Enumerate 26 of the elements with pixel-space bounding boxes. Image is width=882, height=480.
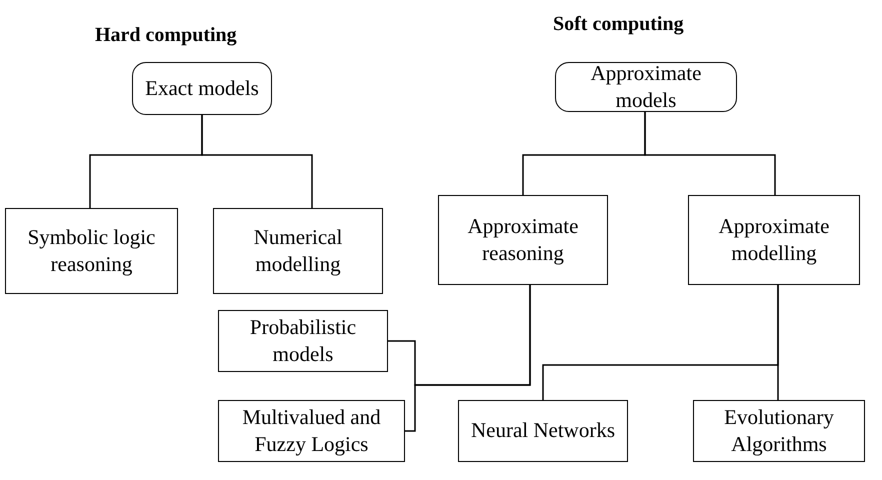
- connector-line: [201, 115, 313, 208]
- process-box: [458, 400, 628, 462]
- node-label: Exact models: [145, 74, 259, 102]
- node-label: Approximate models: [590, 60, 702, 114]
- process-box: [218, 400, 405, 462]
- process-box: [5, 208, 178, 294]
- node-label: Multivalued and Fuzzy Logics: [241, 404, 382, 458]
- rounded-box: [132, 62, 272, 115]
- heading: Soft computing: [553, 13, 684, 36]
- node-label: Approximate reasoning: [466, 212, 580, 267]
- process-box: [693, 400, 865, 462]
- rounded-box: [555, 62, 737, 112]
- node-label: Symbolic logic reasoning: [26, 224, 156, 278]
- node-label: Numerical modelling: [252, 224, 344, 278]
- node-label: Neural Networks: [470, 417, 616, 444]
- node-label: Evolutionary Algorithms: [723, 404, 835, 458]
- heading: Hard computing: [95, 24, 237, 47]
- connector-line: [644, 112, 776, 195]
- node-label: Approximate modelling: [718, 212, 830, 267]
- process-box: [688, 195, 860, 285]
- connector-line: [405, 285, 531, 432]
- process-box: [218, 310, 388, 372]
- process-box: [438, 195, 608, 285]
- process-box: [213, 208, 383, 294]
- connector-line: [777, 285, 779, 400]
- node-label: Probabilistic models: [248, 314, 358, 368]
